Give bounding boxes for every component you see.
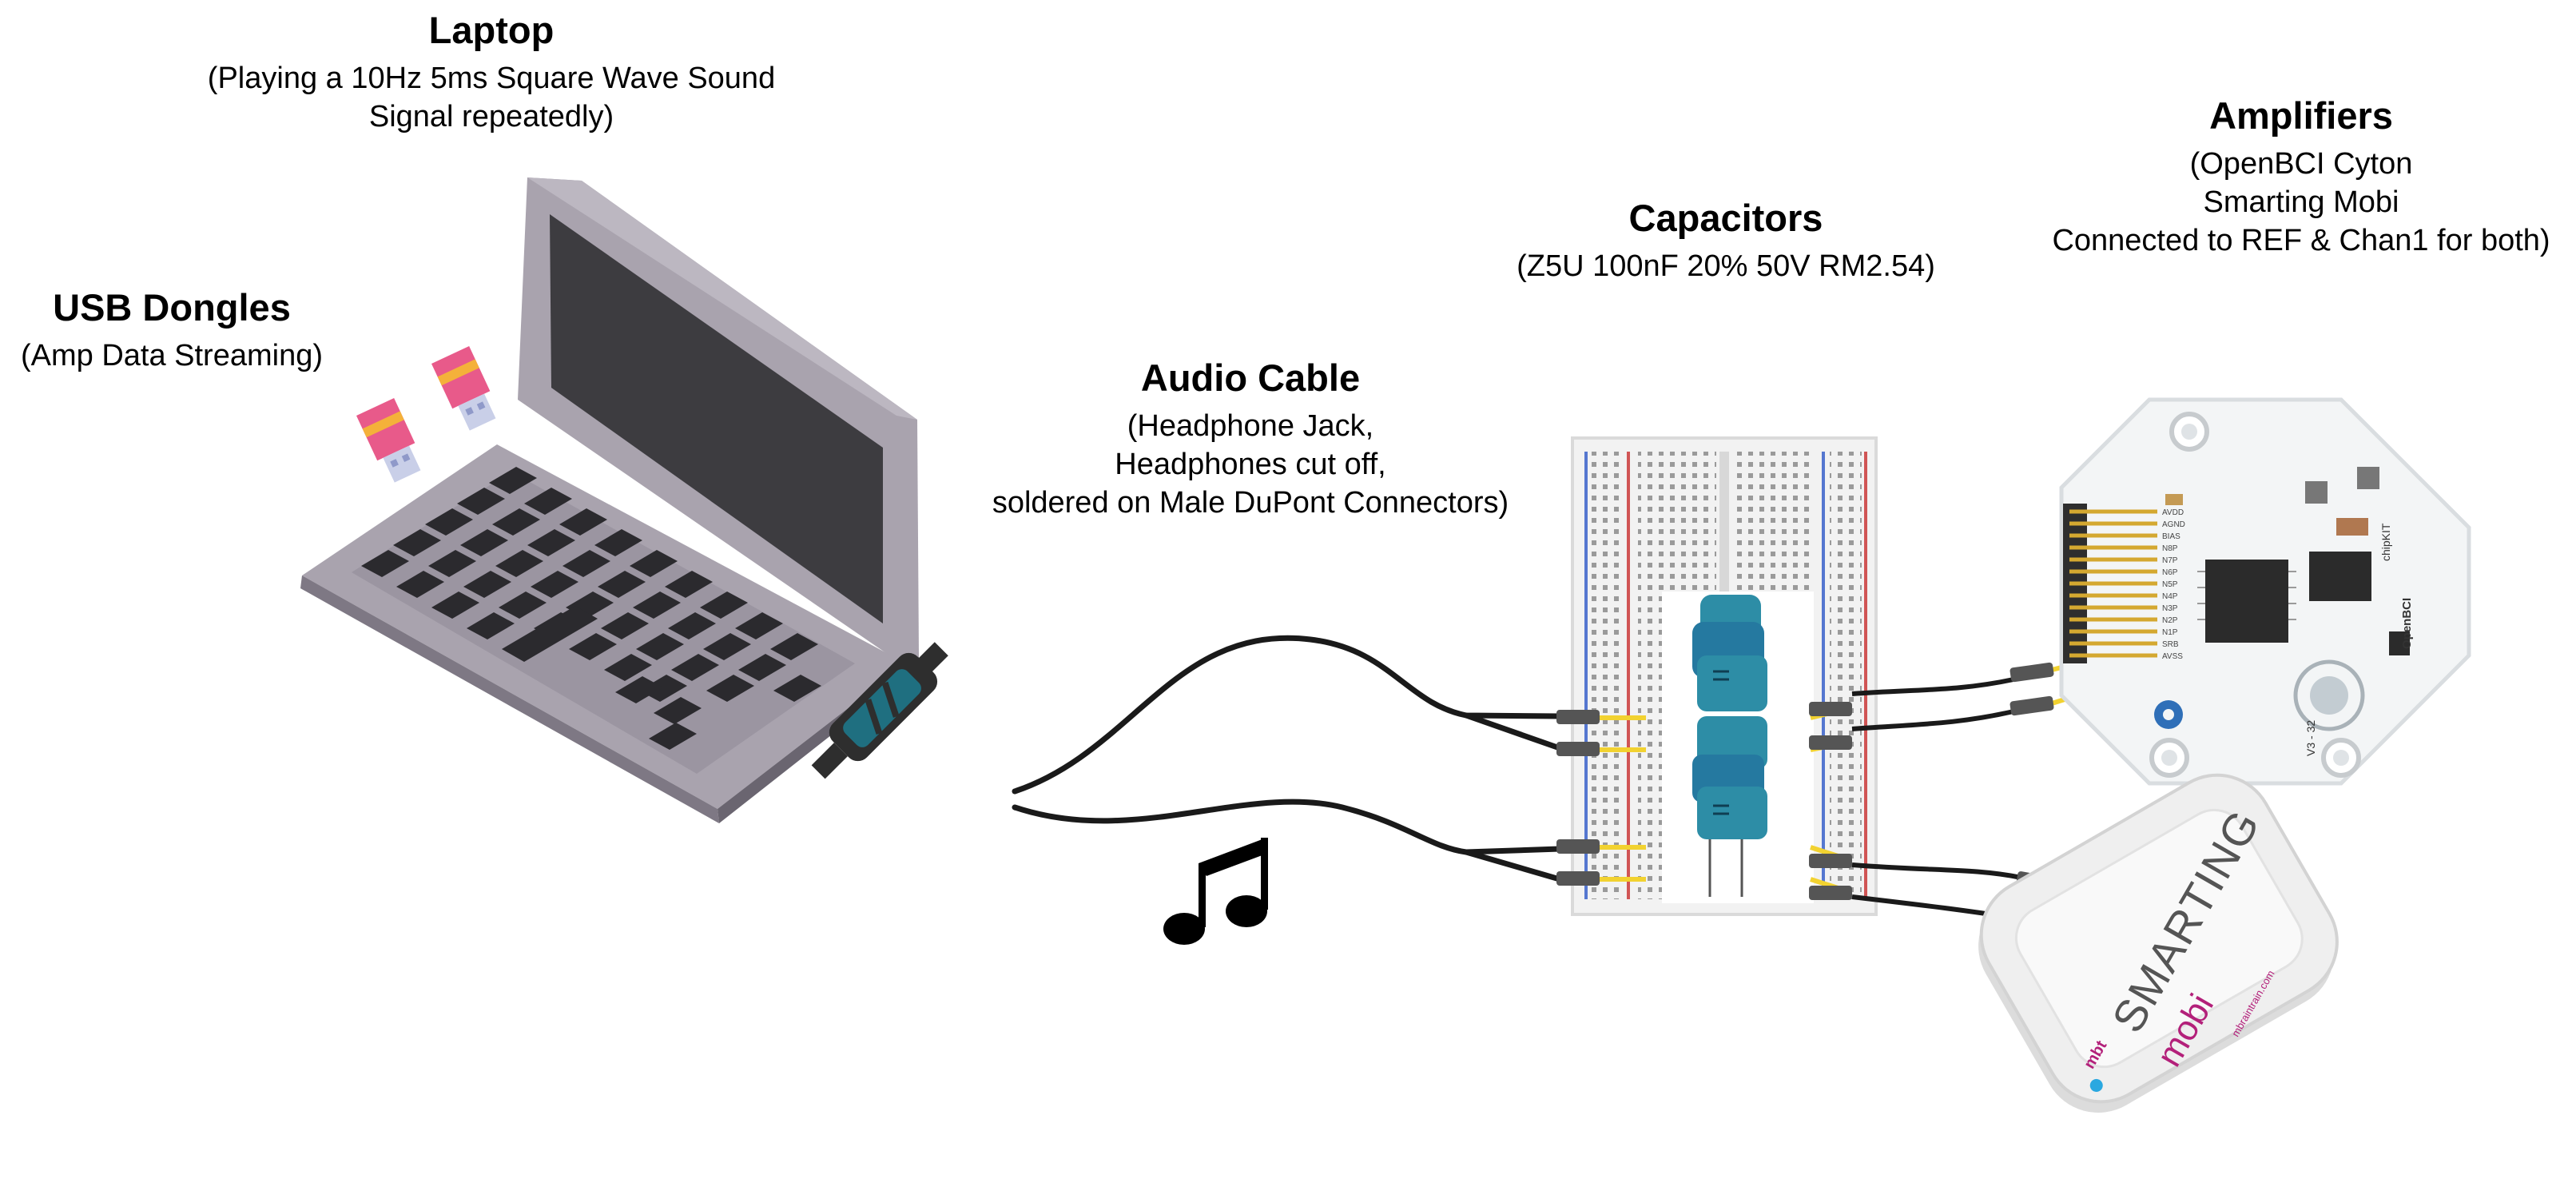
audio-cable-desc-line-2: Headphones cut off, — [1115, 448, 1386, 482]
usb-desc-line-1: (Amp Data Streaming) — [20, 339, 323, 373]
capacitor-icon — [1692, 595, 1767, 897]
audio-cable-desc-line-3: soldered on Male DuPont Connectors) — [992, 485, 1509, 520]
laptop-title: Laptop — [428, 9, 555, 51]
capacitors-title: Capacitors — [1628, 197, 1823, 239]
capacitors-label: Capacitors (Z5U 100nF 20% 50V RM2.54) — [1478, 194, 1974, 286]
amplifiers-label: Amplifiers (OpenBCI Cyton Smarting Mobi … — [2029, 92, 2573, 261]
cyton-pin-label: AGND — [2162, 520, 2185, 529]
cyton-version-label: V3 - 32 — [2304, 719, 2317, 756]
amplifiers-desc-line-3: Connected to REF & Chan1 for both) — [2052, 223, 2550, 257]
amplifiers-title: Amplifiers — [2209, 94, 2393, 137]
cyton-pin-label: AVSS — [2162, 652, 2183, 661]
breadboard-icon — [1571, 436, 1878, 916]
openbci-cyton-board-icon: AVDD AGND BIAS N8P N7P N6P N5P N4P N3P N2P N1P SRB A… — [2059, 397, 2471, 786]
amplifiers-desc-line-1: (OpenBCI Cyton — [2189, 147, 2413, 181]
cyton-pin-label: N5P — [2162, 580, 2178, 589]
cyton-chip-label: chipKIT — [2379, 523, 2392, 561]
audio-cable-label: Audio Cable (Headphone Jack, Headphones … — [935, 354, 1566, 523]
cyton-pin-label: N7P — [2162, 556, 2178, 565]
usb-label: USB Dongles (Amp Data Streaming) — [0, 284, 344, 376]
capacitors-desc-line-1: (Z5U 100nF 20% 50V RM2.54) — [1517, 249, 1935, 284]
laptop-icon — [300, 177, 919, 823]
cyton-pin-label: SRB — [2162, 640, 2179, 649]
audio-cable-desc-line-1: (Headphone Jack, — [1127, 409, 1374, 444]
laptop-desc-line-1: (Playing a 10Hz 5ms Square Wave Sound — [207, 62, 776, 96]
dupont-connectors — [1556, 702, 1852, 900]
cyton-pin-label: N1P — [2162, 628, 2178, 637]
cyton-pin-label: N2P — [2162, 616, 2178, 625]
laptop-label: Laptop (Playing a 10Hz 5ms Square Wave S… — [144, 6, 839, 137]
cyton-pin-label: N3P — [2162, 604, 2178, 613]
usb-title: USB Dongles — [53, 286, 291, 329]
cyton-pin-label: N8P — [2162, 544, 2178, 553]
audio-jack-icon — [811, 642, 948, 779]
cyton-brand-label: OpenBCI — [2400, 597, 2414, 649]
cyton-pin-labels: AVDD AGND BIAS N8P N7P N6P N5P N4P N3P N2P N1P SRB A… — [2162, 508, 2185, 661]
smarting-mobi-device-icon — [1978, 773, 2339, 1113]
laptop-desc-line-2: Signal repeatedly) — [368, 100, 614, 134]
amplifiers-desc-line-2: Smarting Mobi — [2203, 185, 2399, 220]
usb-dongle-icon — [356, 346, 496, 483]
cyton-pin-label: BIAS — [2162, 532, 2180, 541]
cyton-pin-label: N4P — [2162, 592, 2178, 601]
music-note-icon — [1163, 838, 1268, 945]
audio-cable-title: Audio Cable — [1140, 357, 1361, 399]
cyton-pin-label: AVDD — [2162, 508, 2184, 517]
audio-cable-wires — [1012, 635, 1563, 882]
cyton-pin-label: N6P — [2162, 568, 2178, 577]
